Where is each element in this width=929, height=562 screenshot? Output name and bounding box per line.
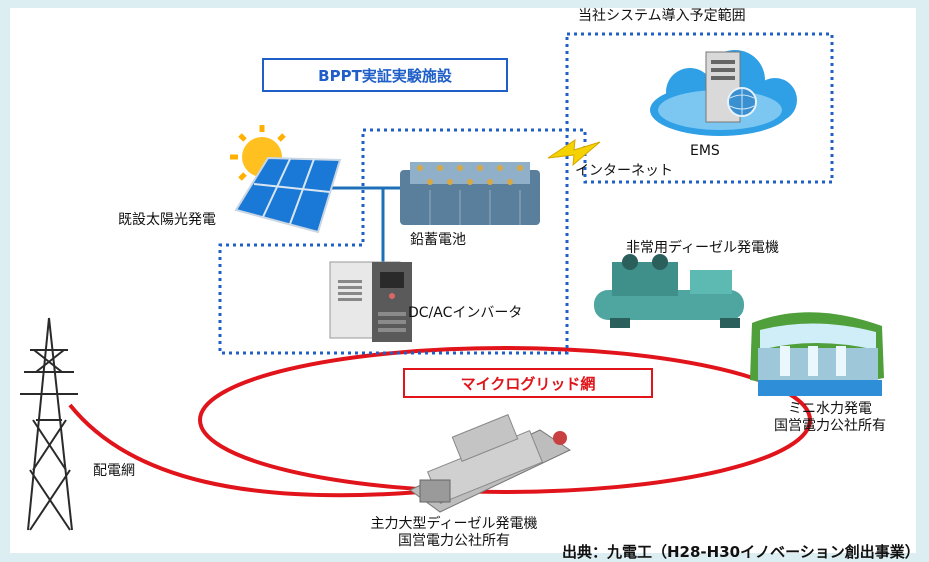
main-diesel-label: 主力大型ディーゼル発電機 国営電力公社所有 bbox=[356, 516, 552, 550]
inverter-label: DC/ACインバータ bbox=[408, 305, 523, 321]
main-diesel-line2: 国営電力公社所有 bbox=[398, 533, 510, 549]
solar-panel-icon bbox=[234, 156, 342, 234]
microgrid-loop bbox=[198, 346, 812, 494]
mini-hydro-label: ミニ水力発電 国営電力公社所有 bbox=[755, 401, 905, 435]
microgrid-label: マイクログリッド網 bbox=[403, 368, 653, 398]
cloud-server-icon bbox=[650, 50, 797, 136]
ems-label: EMS bbox=[690, 143, 720, 159]
battery-bank-icon bbox=[400, 162, 540, 225]
distribution-line bbox=[68, 403, 421, 498]
mini-hydro-line2: 国営電力公社所有 bbox=[774, 418, 886, 434]
mini-hydro-line1: ミニ水力発電 bbox=[788, 401, 872, 417]
planned-scope-boundary bbox=[218, 32, 834, 355]
inverter-icon bbox=[329, 261, 412, 342]
internet-label: インターネット bbox=[575, 163, 673, 179]
hydro-dam-icon bbox=[750, 312, 884, 396]
transmission-tower-icon bbox=[20, 317, 78, 531]
dc-connector bbox=[330, 186, 400, 265]
distribution-label: 配電網 bbox=[93, 463, 135, 479]
planned-scope-label: 当社システム導入予定範囲 bbox=[578, 8, 746, 24]
source-caption: 出典：九電工（H28-H30イノベーション創出事業） bbox=[562, 543, 920, 561]
emergency-diesel-label: 非常用ディーゼル発電機 bbox=[626, 240, 780, 256]
solar-label: 既設太陽光発電 bbox=[118, 212, 216, 228]
main-diesel-line1: 主力大型ディーゼル発電機 bbox=[370, 516, 538, 532]
lightning-icon bbox=[547, 138, 601, 167]
emergency-generator-icon bbox=[594, 254, 744, 328]
bppt-facility-label: BPPT実証実験施設 bbox=[262, 58, 508, 92]
main-generator-icon bbox=[409, 414, 572, 513]
battery-label: 鉛蓄電池 bbox=[410, 232, 466, 248]
